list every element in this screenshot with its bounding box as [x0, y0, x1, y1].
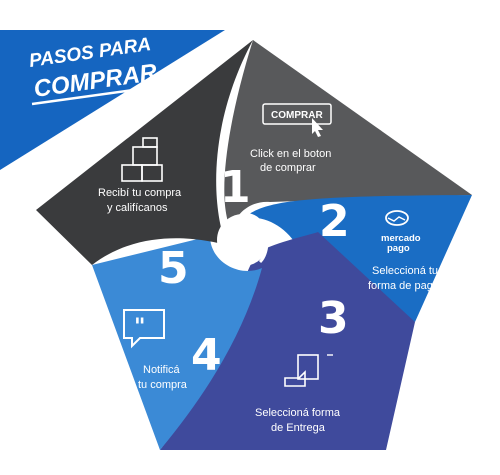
step-3-number: 3: [318, 293, 349, 344]
step-5-text-line1: Recibí tu compra: [98, 187, 182, 199]
step-3-text-line1: Seleccioná forma: [255, 407, 341, 419]
comprar-button-label: COMPRAR: [271, 110, 323, 121]
handshake-detail: [387, 216, 406, 222]
segment-step-3: [160, 232, 415, 450]
segment-step-5: [36, 40, 253, 265]
quote-chat-icon: [123, 309, 165, 349]
step-2-number: 2: [319, 196, 350, 247]
step-3-text-line2: de Entrega: [271, 422, 326, 434]
step-5-number: 5: [158, 243, 189, 294]
comprar-button-icon: [262, 103, 332, 125]
segment-step-4: [92, 236, 262, 450]
package-hand-icon: [297, 354, 319, 380]
banner-underline: [31, 86, 149, 106]
boxes-icon: [121, 137, 163, 182]
step-1-text-line1: Click en el boton: [250, 148, 331, 160]
swirl-accent: [242, 212, 269, 264]
step-4-number: 4: [191, 330, 222, 381]
title-banner: [0, 30, 225, 170]
quote-marks: ": [134, 315, 145, 340]
hand-detail: [284, 370, 306, 387]
center-hub: [217, 214, 269, 266]
step-1-text-line2: de comprar: [260, 162, 316, 174]
step-4-text-line2: tu compra: [138, 379, 188, 391]
step-2-text-line2: forma de pago: [368, 280, 439, 292]
cursor-click-icon: [312, 118, 323, 137]
mercadopago-logo-line2: pago: [387, 243, 410, 254]
segment-step-2: [242, 195, 472, 322]
step-1-number: 1: [220, 162, 251, 213]
step-5-text-line2: y califícanos: [107, 202, 168, 214]
mercadopago-handshake-icon: [385, 210, 409, 226]
step-4-text-line1: Notificá: [143, 364, 181, 376]
segment-step-1: [224, 40, 472, 232]
mercadopago-logo-line1: mercado: [381, 233, 421, 244]
step-2-text-line1: Seleccioná tu: [372, 265, 438, 277]
